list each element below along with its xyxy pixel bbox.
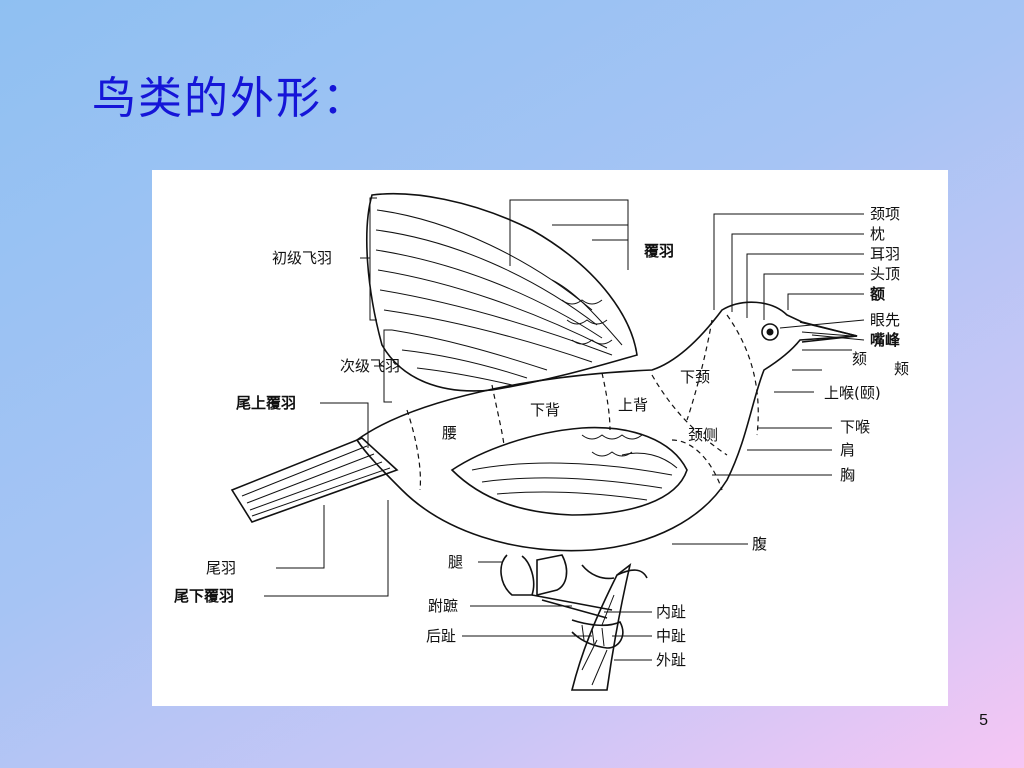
label-hind-toe: 后趾: [426, 627, 456, 645]
bird-anatomy-diagram: 初级飞羽 次级飞羽 尾上覆羽 尾羽 尾下覆羽 覆羽 颈项 枕 耳羽 头顶 额 眼…: [174, 192, 909, 691]
label-upper-tail-coverts: 尾上覆羽: [236, 394, 296, 412]
label-chin: 颏: [852, 350, 867, 368]
label-upper-throat: 上喉(颐): [824, 384, 881, 402]
label-middle-toe: 中趾: [656, 627, 686, 645]
label-belly: 腹: [752, 535, 767, 553]
label-under-tail-coverts: 尾下覆羽: [174, 587, 234, 605]
label-occiput: 枕: [870, 225, 885, 243]
label-forehead: 额: [870, 285, 885, 303]
label-cheek: 颊: [894, 360, 909, 378]
bird-legs: [500, 554, 624, 649]
leader-lines: [264, 197, 865, 661]
region-boundaries: [406, 314, 759, 491]
label-rump: 腰: [442, 424, 457, 442]
slide-title: 鸟类的外形：: [92, 73, 368, 124]
label-coverts: 覆羽: [644, 242, 674, 260]
label-lower-neck: 下颈: [680, 368, 710, 386]
perch-branch: [570, 563, 648, 691]
label-outer-toe: 外趾: [656, 651, 686, 669]
bird-tail: [230, 437, 399, 523]
bird-anatomy-figure: 初级飞羽 次级飞羽 尾上覆羽 尾羽 尾下覆羽 覆羽 颈项 枕 耳羽 头顶 额 眼…: [152, 170, 948, 706]
label-lores: 眼先: [870, 311, 900, 329]
label-shoulder: 肩: [840, 441, 855, 459]
diagram-labels: 初级飞羽 次级飞羽 尾上覆羽 尾羽 尾下覆羽 覆羽 颈项 枕 耳羽 头顶 额 眼…: [174, 205, 909, 669]
label-side-neck: 颈侧: [688, 426, 718, 444]
label-ear-coverts: 耳羽: [870, 245, 900, 263]
bird-folded-wing: [450, 426, 688, 516]
label-nape: 颈项: [870, 205, 900, 223]
slide-number: 5: [979, 712, 988, 729]
label-lower-throat: 下喉: [840, 418, 870, 436]
label-culmen: 嘴峰: [870, 331, 901, 349]
label-breast: 胸: [840, 466, 855, 484]
label-tail-feathers: 尾羽: [206, 559, 236, 577]
label-thigh: 腿: [448, 553, 463, 571]
label-tarsus: 跗蹠: [428, 597, 458, 615]
label-crown: 头顶: [870, 265, 900, 283]
label-primaries: 初级飞羽: [272, 249, 332, 267]
label-secondaries: 次级飞羽: [340, 357, 400, 375]
bird-body: [355, 301, 858, 552]
label-upper-back: 上背: [618, 396, 648, 414]
label-inner-toe: 内趾: [656, 603, 686, 621]
label-lower-back: 下背: [530, 401, 560, 419]
bird-wing: [366, 192, 638, 392]
